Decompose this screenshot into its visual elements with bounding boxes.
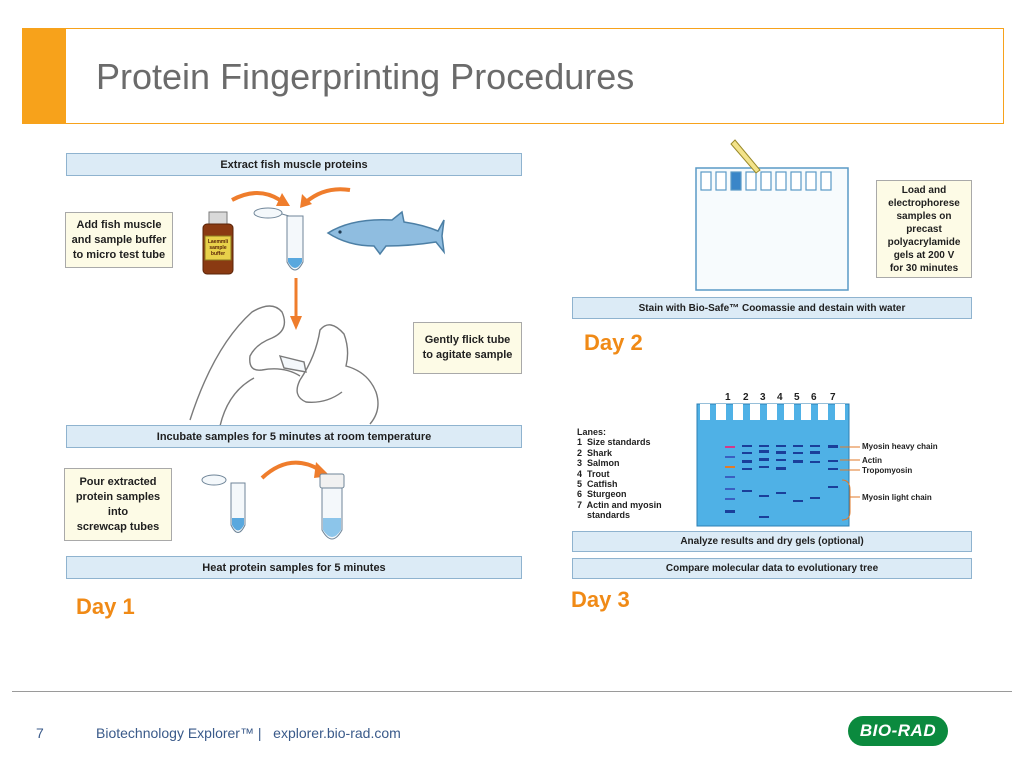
note-flick-tube: Gently flick tube to agitate sample [413, 322, 522, 374]
bottle-label: Laemmli sample buffer [207, 239, 229, 257]
note-text: Gently flick tube to agitate sample [422, 334, 513, 361]
note-load-electrophorese: Load and electrophorese samples on preca… [876, 180, 972, 278]
lanes-legend: Lanes: 1 Size standards 2 Shark 3 Salmon… [577, 427, 662, 521]
legend-line: 3 Salmon [577, 458, 620, 469]
band-label-actin: Actin [862, 456, 882, 465]
bio-rad-logo: BIO-RAD [848, 716, 948, 746]
logo-text: BIO-RAD [859, 721, 937, 740]
lane-number: 7 [830, 392, 836, 403]
micro-test-tube-icon [253, 207, 304, 271]
lane-number: 5 [794, 392, 800, 403]
note-add-fish-muscle: Add fish muscle and sample buffer to mic… [65, 212, 173, 268]
lane-number: 4 [777, 392, 783, 403]
page-number: 7 [36, 725, 44, 741]
legend-line: 1 Size standards [577, 437, 651, 448]
legend-line: 7 Actin and myosin [577, 499, 662, 510]
day-1-label: Day 1 [76, 594, 135, 619]
lane-number: 2 [743, 392, 749, 403]
lane-number: 6 [811, 392, 817, 403]
band-label-myosin-light-chain: Myosin light chain [862, 493, 932, 502]
slide-title: Protein Fingerprinting Procedures [96, 56, 635, 97]
title-accent-bar [22, 28, 66, 124]
band-label-myosin-heavy-chain: Myosin heavy chain [862, 442, 938, 451]
legend-line: standards [577, 510, 631, 521]
note-text: Add fish muscle and sample buffer to mic… [71, 218, 167, 261]
legend-line: 2 Shark [577, 447, 613, 458]
lane-number: 1 [725, 392, 731, 403]
shark-icon [326, 210, 446, 256]
stained-gel-icon [696, 403, 860, 527]
footer-divider [12, 691, 1012, 692]
note-text: Load and electrophorese samples on preca… [887, 184, 961, 274]
legend-line: 4 Trout [577, 468, 610, 479]
day-2-label: Day 2 [584, 330, 643, 355]
legend-line: 5 Catfish [577, 479, 618, 490]
day-3-label: Day 3 [571, 587, 630, 612]
legend-line: 6 Sturgeon [577, 489, 627, 500]
step-extract-proteins: Extract fish muscle proteins [66, 153, 522, 176]
screwcap-tube-icon [319, 473, 345, 540]
arrow-icon [231, 187, 351, 204]
precast-gel-icon [695, 139, 849, 291]
legend-line: Lanes: [577, 427, 607, 437]
step-analyze-results: Analyze results and dry gels (optional) [572, 531, 972, 552]
sample-buffer-bottle-icon [202, 211, 234, 275]
note-pour-samples: Pour extracted protein samples into scre… [64, 468, 172, 541]
band-label-tropomyosin: Tropomyosin [862, 466, 913, 475]
step-stain-destain: Stain with Bio-Safe™ Coomassie and desta… [572, 297, 972, 319]
micro-test-tube-icon [201, 474, 246, 533]
step-incubate-samples: Incubate samples for 5 minutes at room t… [66, 425, 522, 448]
step-heat-samples: Heat protein samples for 5 minutes [66, 556, 522, 579]
note-text: Pour extracted protein samples into scre… [75, 475, 161, 533]
footer-text: Biotechnology Explorer™ | explorer.bio-r… [96, 725, 401, 741]
step-compare-molecular-data: Compare molecular data to evolutionary t… [572, 558, 972, 579]
hands-icon [189, 305, 379, 427]
lane-number: 3 [760, 392, 766, 403]
arrow-icon [260, 460, 322, 480]
